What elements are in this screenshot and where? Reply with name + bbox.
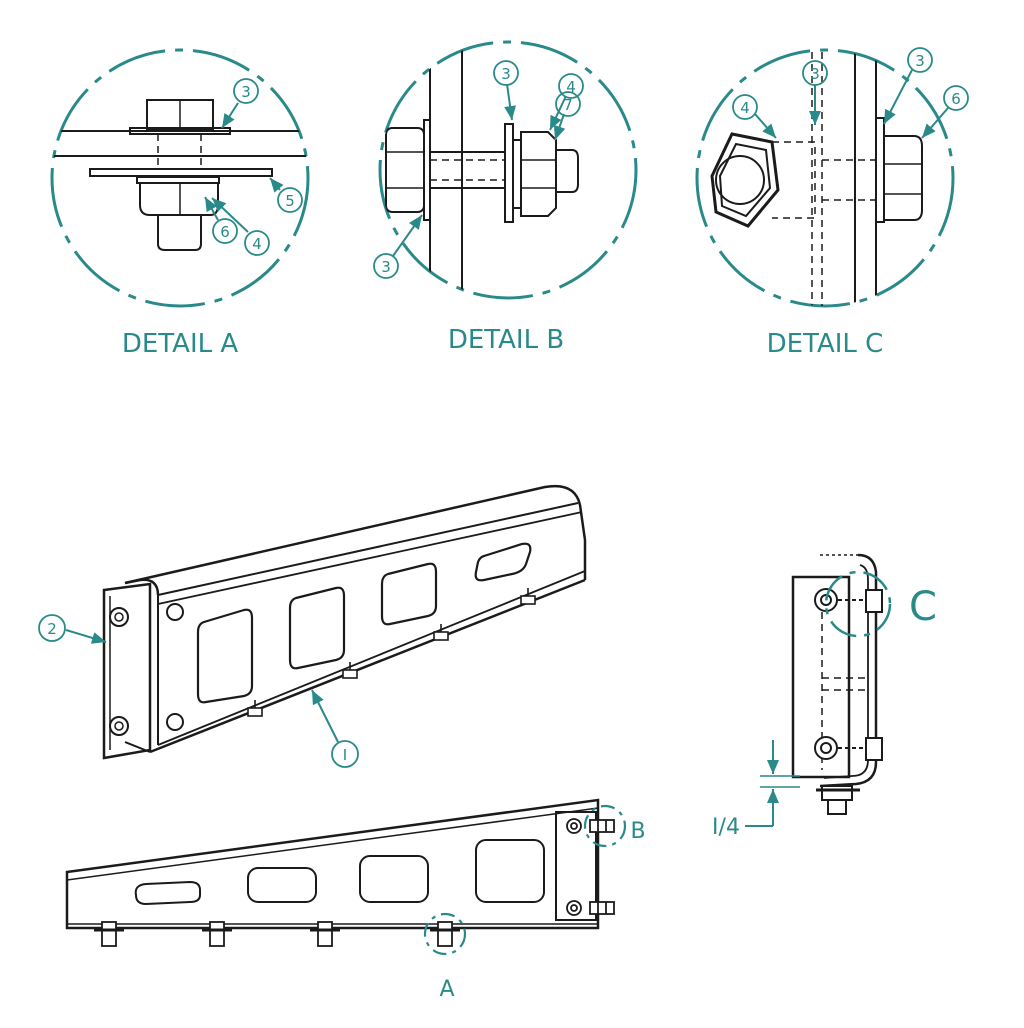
iso-balloon-2: 2 <box>47 620 57 638</box>
detail-b-balloon-3-bottom: 3 <box>381 258 391 276</box>
detail-c-balloon-6: 6 <box>951 90 961 108</box>
detail-b-boundary <box>378 40 638 300</box>
detail-a-linework <box>52 99 308 251</box>
dimension-label: I/4 <box>712 815 740 840</box>
detail-a-balloon-5: 5 <box>285 192 295 210</box>
detail-c: 4 3 3 6 DETAIL C <box>695 47 969 359</box>
detail-b-title: DETAIL B <box>448 325 564 355</box>
detail-a-balloon-3: 3 <box>241 83 251 101</box>
detail-c-title: DETAIL C <box>767 329 884 359</box>
detail-b-balloon-4: 4 <box>566 78 576 96</box>
detail-b-balloon-3-top: 3 <box>501 65 511 83</box>
side-view: C I/4 <box>712 553 937 840</box>
detail-b-balloon-7: 7 <box>563 96 573 114</box>
detail-c-balloon-3-left: 3 <box>810 65 820 83</box>
isometric-view: 2 I <box>38 484 587 768</box>
detail-c-boundary <box>695 48 955 308</box>
detail-c-linework <box>710 50 923 306</box>
iso-balloon-1: I <box>343 746 347 764</box>
detail-b-linework <box>385 42 579 298</box>
view-label-b: B <box>630 819 645 844</box>
front-view: A B <box>65 798 646 1002</box>
view-label-a: A <box>439 977 454 1002</box>
dimension-quarter: I/4 <box>712 740 800 840</box>
detail-c-balloon-3-right: 3 <box>915 52 925 70</box>
detail-a-title: DETAIL A <box>122 329 239 359</box>
view-label-c: C <box>909 584 937 630</box>
detail-a-boundary <box>50 48 310 308</box>
detail-c-balloon-4: 4 <box>740 99 750 117</box>
detail-a: 3 5 6 4 DETAIL A <box>50 48 310 359</box>
detail-a-balloon-4: 4 <box>252 235 262 253</box>
detail-a-balloon-6: 6 <box>220 223 230 241</box>
detail-b: 3 4 7 3 DETAIL B <box>373 40 638 355</box>
